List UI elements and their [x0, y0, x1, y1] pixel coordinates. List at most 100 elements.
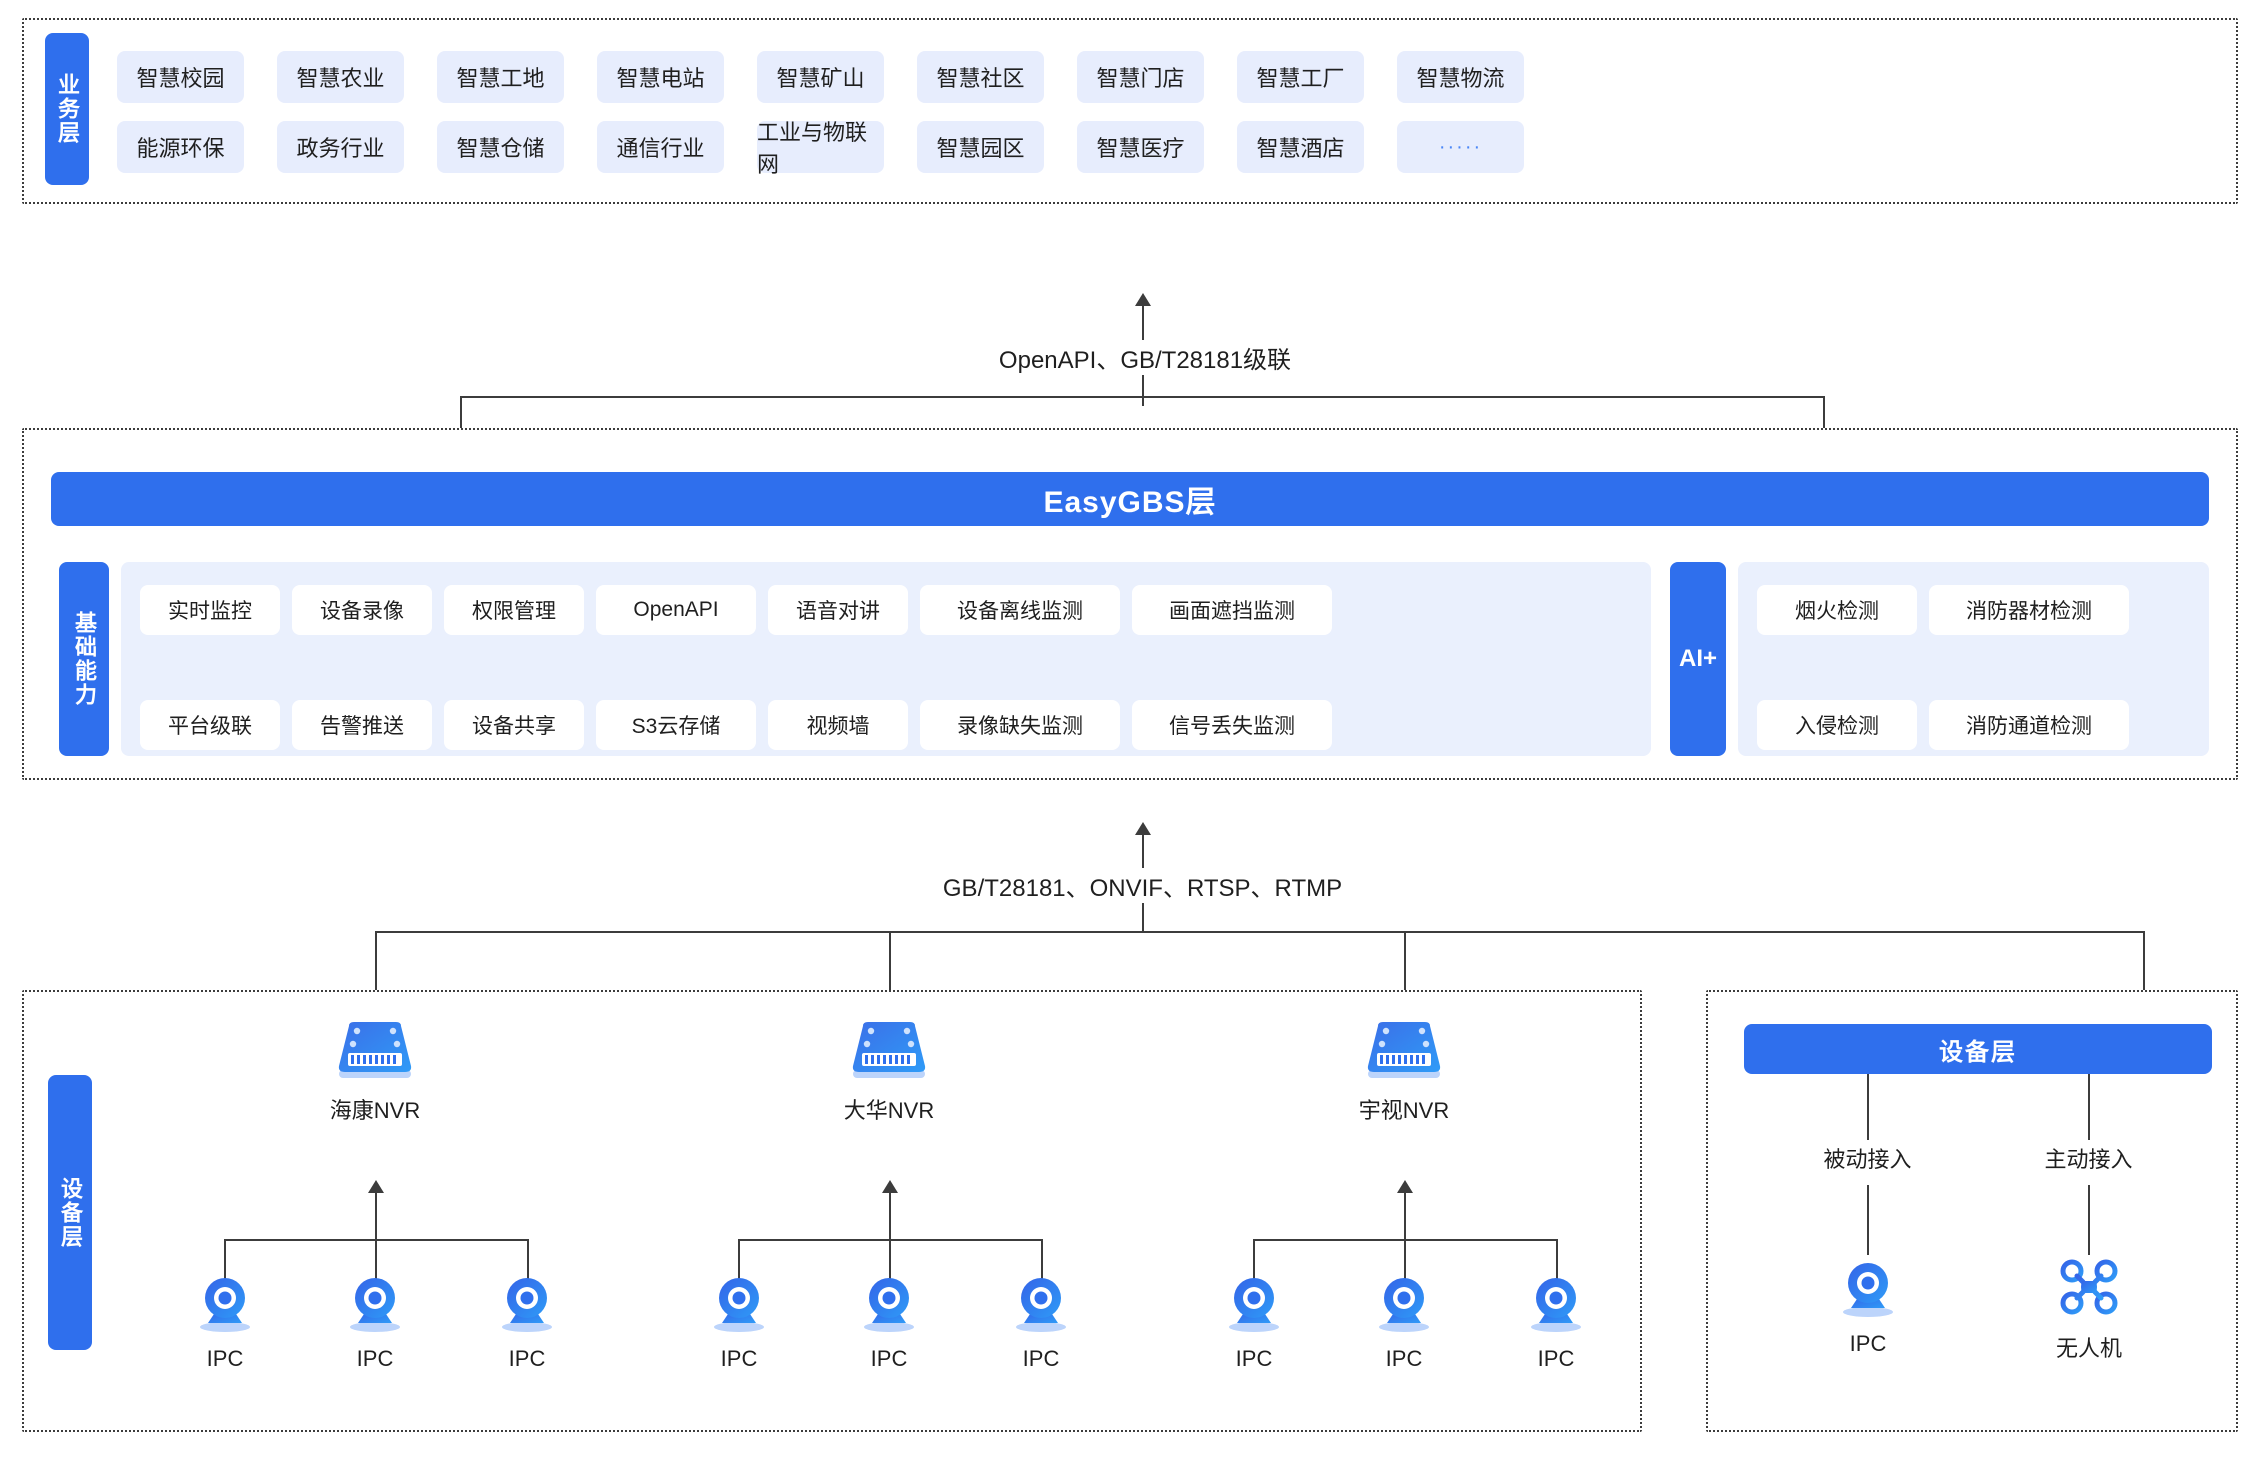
passive-access-line-bottom	[1867, 1185, 1869, 1255]
camera-node[interactable]: IPC	[1354, 1273, 1454, 1372]
capability-chip[interactable]: 视频墙	[768, 700, 908, 750]
camera-icon	[714, 1278, 764, 1332]
nvr-uplink-stem	[1404, 1191, 1406, 1241]
capability-chip[interactable]: OpenAPI	[596, 585, 756, 635]
camera-icon	[1016, 1278, 1066, 1332]
business-chip[interactable]: 智慧门店	[1077, 51, 1204, 103]
ai-plus-label: AI+	[1670, 562, 1726, 756]
capability-chip[interactable]: 语音对讲	[768, 585, 908, 635]
business-chip[interactable]: 智慧工厂	[1237, 51, 1364, 103]
camera-icon	[1843, 1263, 1893, 1317]
top-connector-bus	[460, 396, 1825, 398]
passive-access-device-node[interactable]: IPC	[1818, 1258, 1918, 1357]
business-chip[interactable]: 政务行业	[277, 121, 404, 173]
camera-node[interactable]: IPC	[325, 1273, 425, 1372]
ai-capability-chip[interactable]: 烟火检测	[1757, 585, 1917, 635]
business-chip-more[interactable]: ·····	[1397, 121, 1524, 173]
capability-chip[interactable]: 平台级联	[140, 700, 280, 750]
bus-drop-dahua	[889, 931, 891, 1021]
camera-drop	[1556, 1239, 1558, 1279]
device-label: IPC	[1849, 1331, 1887, 1356]
business-layer-side-label: 业务层	[45, 33, 89, 185]
business-chip[interactable]: 工业与物联网	[757, 120, 884, 177]
business-chip[interactable]: 智慧电站	[597, 51, 724, 103]
business-chip[interactable]: 通信行业	[597, 121, 724, 173]
business-chip[interactable]: 智慧医疗	[1077, 121, 1204, 173]
device-label: 无人机	[2055, 1336, 2122, 1361]
camera-label: IPC	[1235, 1346, 1273, 1371]
camera-icon	[1531, 1278, 1581, 1332]
camera-icon	[864, 1278, 914, 1332]
device-layer-bar: 设备层	[1744, 1024, 2212, 1074]
business-chip[interactable]: 智慧酒店	[1237, 121, 1364, 173]
nvr-uplink-arrow-icon	[368, 1180, 384, 1193]
active-access-device-node[interactable]: 无人机	[2039, 1258, 2139, 1363]
business-layer-container	[22, 18, 2238, 204]
capability-chip[interactable]: 实时监控	[140, 585, 280, 635]
platform-capability-side-label: 基础能力	[59, 562, 109, 756]
business-chip[interactable]: 智慧园区	[917, 121, 1044, 173]
capability-chip[interactable]: 设备离线监测	[920, 585, 1120, 635]
business-chip[interactable]: 智慧农业	[277, 51, 404, 103]
camera-drop	[889, 1239, 891, 1279]
camera-node[interactable]: IPC	[1506, 1273, 1606, 1372]
business-chip[interactable]: 智慧矿山	[757, 51, 884, 103]
camera-label: IPC	[1385, 1346, 1423, 1371]
active-access-line-bottom	[2088, 1185, 2090, 1255]
business-chip[interactable]: 能源环保	[117, 121, 244, 173]
nvr-label: 大华NVR	[843, 1098, 935, 1123]
ai-capability-chip[interactable]: 消防通道检测	[1929, 700, 2129, 750]
nvr-node[interactable]: 海康NVR	[305, 1020, 445, 1125]
ai-capability-chip[interactable]: 消防器材检测	[1929, 585, 2129, 635]
business-chip[interactable]: 智慧物流	[1397, 51, 1524, 103]
nvr-label: 海康NVR	[329, 1098, 421, 1123]
device-layer-side-label: 设备层	[48, 1075, 92, 1350]
camera-icon	[1379, 1278, 1429, 1332]
bus-drop-yushi	[1404, 931, 1406, 1021]
capability-chip[interactable]: 权限管理	[444, 585, 584, 635]
camera-drop	[1253, 1239, 1255, 1279]
nvr-node[interactable]: 宇视NVR	[1334, 1020, 1474, 1125]
nvr-node[interactable]: 大华NVR	[819, 1020, 959, 1125]
camera-drop	[375, 1239, 377, 1279]
bus-drop-haikang	[375, 931, 377, 1021]
drone-icon	[2060, 1259, 2118, 1315]
camera-icon	[1229, 1278, 1279, 1332]
camera-label: IPC	[206, 1346, 244, 1371]
nvr-icon	[338, 1022, 412, 1078]
capability-chip[interactable]: 告警推送	[292, 700, 432, 750]
nvr-uplink-stem	[889, 1191, 891, 1241]
top-connector-arrow-icon	[1135, 293, 1151, 306]
business-chip[interactable]: 智慧工地	[437, 51, 564, 103]
capability-chip[interactable]: 画面遮挡监测	[1132, 585, 1332, 635]
camera-node[interactable]: IPC	[477, 1273, 577, 1372]
camera-label: IPC	[1537, 1346, 1575, 1371]
ai-capability-chip[interactable]: 入侵检测	[1757, 700, 1917, 750]
capability-chip[interactable]: 录像缺失监测	[920, 700, 1120, 750]
capability-chip[interactable]: 信号丢失监测	[1132, 700, 1332, 750]
camera-label: IPC	[720, 1346, 758, 1371]
capability-chip[interactable]: 设备录像	[292, 585, 432, 635]
nvr-uplink-arrow-icon	[1397, 1180, 1413, 1193]
passive-access-line-top	[1867, 1074, 1869, 1146]
business-chip[interactable]: 智慧仓储	[437, 121, 564, 173]
camera-icon	[502, 1278, 552, 1332]
camera-node[interactable]: IPC	[1204, 1273, 1304, 1372]
capability-chip[interactable]: 设备共享	[444, 700, 584, 750]
nvr-uplink-arrow-icon	[882, 1180, 898, 1193]
camera-node[interactable]: IPC	[991, 1273, 1091, 1372]
camera-label: IPC	[508, 1346, 546, 1371]
business-chip[interactable]: 智慧校园	[117, 51, 244, 103]
camera-drop	[738, 1239, 740, 1279]
camera-node[interactable]: IPC	[175, 1273, 275, 1372]
nvr-uplink-stem	[375, 1191, 377, 1241]
bottom-connector-arrow-icon	[1135, 822, 1151, 835]
business-chip[interactable]: 智慧社区	[917, 51, 1044, 103]
capability-chip[interactable]: S3云存储	[596, 700, 756, 750]
top-connector-label: OpenAPI、GB/T28181级联	[940, 340, 1350, 375]
camera-label: IPC	[356, 1346, 394, 1371]
nvr-icon	[1367, 1022, 1441, 1078]
camera-node[interactable]: IPC	[689, 1273, 789, 1372]
nvr-label: 宇视NVR	[1358, 1098, 1450, 1123]
camera-node[interactable]: IPC	[839, 1273, 939, 1372]
